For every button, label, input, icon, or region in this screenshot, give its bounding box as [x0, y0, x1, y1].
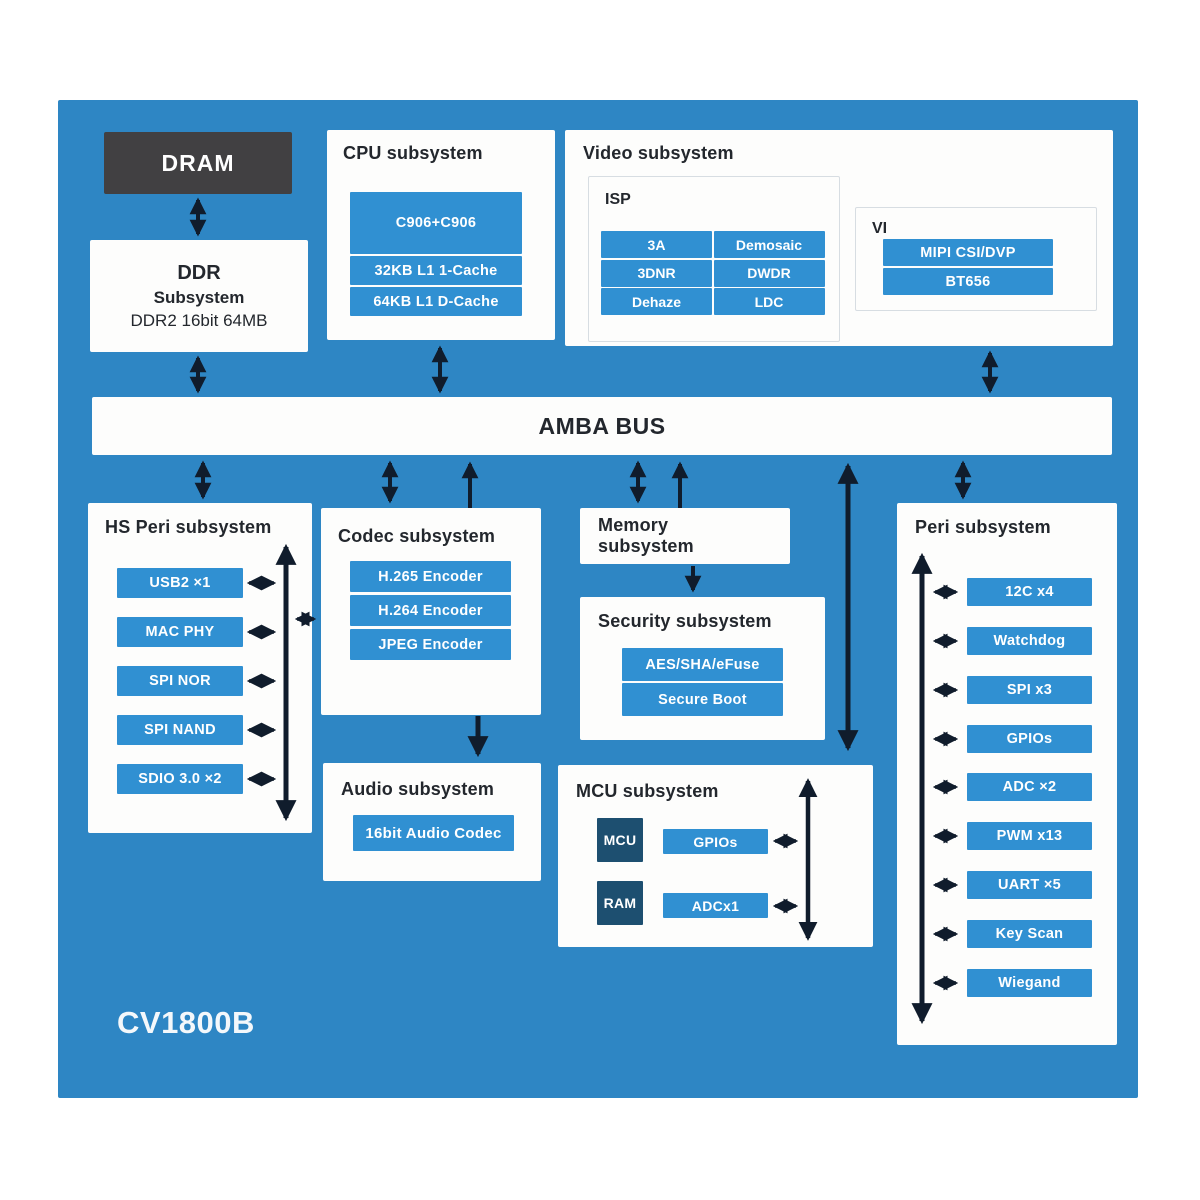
isp-cell-dehaze: Dehaze	[601, 288, 712, 315]
codec-jpeg-chip: JPEG Encoder	[350, 629, 511, 660]
peri-title: Peri subsystem	[915, 517, 1051, 537]
hs-peri-sdio-chip: SDIO 3.0 ×2	[117, 764, 243, 794]
security-aes-chip: AES/SHA/eFuse	[622, 648, 783, 681]
security-boot-chip: Secure Boot	[622, 683, 783, 716]
cpu-icache-chip: 32KB L1 1-Cache	[350, 256, 522, 285]
vi-stack: MIPI CSI/DVP BT656	[883, 239, 1053, 295]
isp-cell-ldc: LDC	[713, 288, 825, 315]
cpu-dcache-chip: 64KB L1 D-Cache	[350, 287, 522, 316]
peri-i2c-chip: 12C x4	[967, 578, 1092, 606]
ddr-subtitle: Subsystem	[153, 287, 245, 307]
amba-bus-label: AMBA BUS	[538, 412, 666, 439]
peri-adc-chip: ADC ×2	[967, 773, 1092, 801]
cpu-core-chip: C906+C906	[350, 192, 522, 254]
isp-title: ISP	[605, 191, 631, 208]
isp-cell-3dnr: 3DNR	[601, 259, 712, 287]
hs-peri-title: HS Peri subsystem	[105, 517, 272, 537]
peri-keyscan-chip: Key Scan	[967, 920, 1092, 948]
ddr-title: DDR	[177, 261, 221, 284]
peri-uart-chip: UART ×5	[967, 871, 1092, 899]
isp-cell-demosaic: Demosaic	[713, 231, 825, 258]
chip-name-label: CV1800B	[117, 1005, 255, 1040]
memory-subsystem-panel: Memory subsystem	[580, 508, 790, 564]
cpu-subsystem-title: CPU subsystem	[343, 143, 483, 163]
security-title: Security subsystem	[598, 611, 772, 631]
mcu-title: MCU subsystem	[576, 781, 719, 801]
mcu-gpios-chip: GPIOs	[663, 829, 768, 854]
amba-bus: AMBA BUS	[92, 397, 1112, 455]
audio-title: Audio subsystem	[341, 779, 495, 799]
memory-title: Memory subsystem	[598, 515, 694, 556]
cpu-core-stack: C906+C906 32KB L1 1-Cache 64KB L1 D-Cach…	[350, 192, 522, 316]
isp-cell-3a: 3A	[601, 231, 712, 258]
hs-peri-spinor-chip: SPI NOR	[117, 666, 243, 696]
video-subsystem-title: Video subsystem	[583, 143, 734, 163]
cpu-subsystem-panel: CPU subsystem C906+C906 32KB L1 1-Cache …	[327, 130, 555, 340]
peri-spi-chip: SPI x3	[967, 676, 1092, 704]
dram-block: DRAM	[104, 132, 292, 194]
codec-h265-chip: H.265 Encoder	[350, 561, 511, 592]
hs-peri-spinand-chip: SPI NAND	[117, 715, 243, 745]
hs-peri-usb2-chip: USB2 ×1	[117, 568, 243, 598]
peri-watchdog-chip: Watchdog	[967, 627, 1092, 655]
peri-wiegand-chip: Wiegand	[967, 969, 1092, 997]
mcu-ram-block: RAM	[597, 881, 643, 925]
codec-subsystem-panel: Codec subsystem H.265 Encoder H.264 Enco…	[321, 508, 541, 715]
security-stack: AES/SHA/eFuse Secure Boot	[622, 648, 783, 716]
hs-peri-macphy-chip: MAC PHY	[117, 617, 243, 647]
codec-stack: H.265 Encoder H.264 Encoder JPEG Encoder	[350, 561, 511, 660]
codec-h264-chip: H.264 Encoder	[350, 595, 511, 626]
vi-bt656-chip: BT656	[883, 268, 1053, 295]
ddr-spec: DDR2 16bit 64MB	[130, 310, 268, 330]
mcu-adc-chip: ADCx1	[663, 893, 768, 918]
peri-pwm-chip: PWM x13	[967, 822, 1092, 850]
vi-title: VI	[872, 220, 888, 237]
isp-cell-dwdr: DWDR	[713, 259, 825, 287]
audio-codec-chip: 16bit Audio Codec	[353, 815, 514, 851]
vi-mipi-chip: MIPI CSI/DVP	[883, 239, 1053, 266]
isp-grid: 3A Demosaic 3DNR DWDR Dehaze LDC	[601, 231, 825, 315]
peri-gpios-chip: GPIOs	[967, 725, 1092, 753]
ddr-subsystem-panel: DDR Subsystem DDR2 16bit 64MB	[90, 240, 308, 352]
security-subsystem-panel: Security subsystem AES/SHA/eFuse Secure …	[580, 597, 825, 740]
mcu-core-block: MCU	[597, 818, 643, 862]
dram-label: DRAM	[161, 149, 235, 176]
codec-title: Codec subsystem	[338, 526, 496, 546]
